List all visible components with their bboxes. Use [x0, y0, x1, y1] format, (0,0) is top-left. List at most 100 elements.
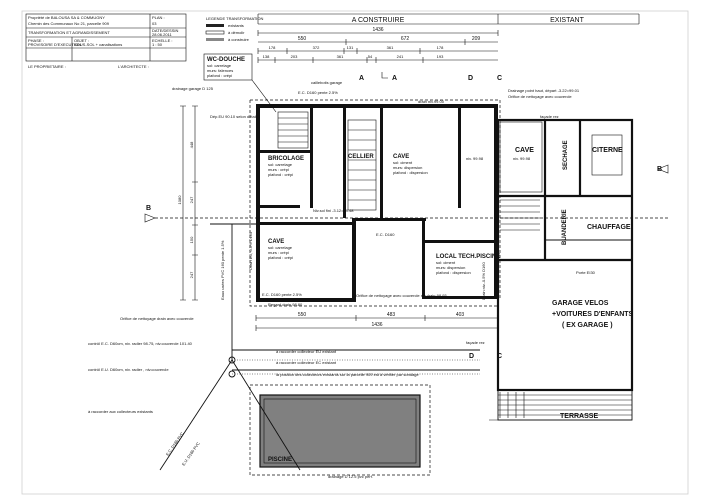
title-object-label: OBJET :: [74, 38, 89, 43]
zone-label-existant: EXISTANT: [550, 17, 584, 24]
stair-new: [277, 111, 377, 211]
title-phase-value: PROVISOIRE D'EXECUTION: [28, 42, 81, 47]
dim-top3-178b: 178: [437, 45, 444, 50]
room-cave2-floor: sol: carrelage: [268, 245, 293, 250]
dim-total-bottom: 1436: [371, 322, 382, 328]
room-wc-ceiling: plafond : crépi: [207, 73, 232, 78]
room-wc-douche: WC-DOUCHE sol: carrelage murs: faïences …: [203, 53, 277, 113]
section-d-bottom: D: [469, 353, 474, 360]
legend-swatch-existing: [206, 24, 224, 27]
legend-item-demolish: à démolir: [228, 30, 245, 35]
note-rac-collecteurs: à raccorder aux collecteurs existants: [88, 409, 153, 414]
dim-top4-138: 138: [263, 54, 270, 59]
room-cave2-walls: murs : crépi: [268, 250, 289, 255]
room-bricolage-name: BRICOLAGE: [268, 156, 304, 162]
room-cave-1: CAVE sol: ciment murs: dispersion plafon…: [393, 154, 428, 175]
room-cave2-ceiling: plafond : crépi: [268, 255, 293, 260]
room-localtech-ceiling: plafond : dispersion: [436, 270, 471, 275]
room-bricolage-walls: murs : crépi: [268, 167, 289, 172]
note-drainage-garage: drainage garage D 125: [172, 86, 214, 91]
room-wc-name: WC-DOUCHE: [207, 57, 245, 63]
dim-top3-131: 131: [347, 45, 354, 50]
room-wc-walls: murs: faïences: [207, 68, 233, 73]
title-owner-2: Chemin des Communaux No 21, parcelle 909: [28, 21, 110, 26]
pool: PISCINE: [259, 394, 421, 468]
note-control-ec: contrôl E.C. D60cm, niv. radier 98.75, n…: [88, 341, 193, 346]
dim-top4-361: 361: [337, 54, 344, 59]
dim-top-550: 550: [298, 36, 307, 42]
dim-top4-203: 203: [291, 54, 298, 59]
room-buanderie: BUANDERIE: [562, 209, 568, 245]
legend-title: LEGENDE TRANSFORMATION: [206, 16, 264, 21]
note-porte: Porte EI30: [576, 270, 596, 275]
room-local-tech: LOCAL TECH.PISCINE sol: ciment murs: dis…: [436, 254, 500, 275]
room-garage-line3: ( EX GARAGE ): [562, 322, 613, 329]
title-block: Propriété de BALOUSA SA & COMMUGNY Chemi…: [25, 13, 187, 69]
note-orifice-left: Orifice de nettoyage drain avec couvercl…: [120, 316, 194, 321]
note-position: la position des collecteurs existants su…: [276, 372, 420, 377]
zone-headers: A CONSTRUIRE EXISTANT: [257, 13, 640, 25]
dim-bottom-550: 550: [298, 312, 307, 318]
note-control-eu: contrôl E.U. D60cm, niv. radier , niv.co…: [88, 367, 169, 372]
room-garage-line1: GARAGE VELOS: [552, 300, 609, 307]
dim-bottom-403: 403: [456, 312, 465, 318]
note-ec-d160-bottom: E.C. D160 pente 2.5%: [262, 292, 302, 297]
note-regard: Regard drain 98.80: [268, 302, 303, 307]
room-cave1-ceiling: plafond : dispersion: [393, 170, 428, 175]
room-garage: GARAGE VELOS +VOITURES D'ENFANTS ( EX GA…: [552, 300, 634, 329]
room-localtech-floor: sol: ciment: [436, 260, 456, 265]
note-caillebotis: caillebotis garage: [311, 80, 343, 85]
dim-left-247b: 247: [189, 271, 194, 278]
room-localtech-walls: murs: dispersion: [436, 265, 465, 270]
note-rac-eu: à raccorder collecteur EU existant: [276, 349, 337, 354]
note-orifice-mid: Orifice de nettoyage avec couvercle niv.…: [356, 293, 447, 298]
section-a-left: A: [359, 75, 364, 82]
title-date-label: DATE/DESSIN: [152, 28, 178, 33]
dim-top3-372: 372: [313, 45, 320, 50]
title-plan-label: PLAN :: [152, 15, 165, 20]
section-a-right: A: [392, 75, 397, 82]
section-b-left: B: [146, 205, 151, 212]
title-project: TRANSFORMATION ET AGRANDISSEMENT: [28, 30, 110, 35]
section-c-top: C: [497, 75, 502, 82]
note-niv-existing: niv. 99.98: [513, 156, 531, 161]
drainage-lines: [159, 99, 501, 476]
note-drain-b: Drain niv.-0.5% D160: [481, 262, 486, 300]
title-owner-signature: LE PROPRIETAIRE :: [28, 64, 66, 69]
room-cave1-walls: murs: dispersion: [393, 165, 422, 170]
room-cellier-name: CELLIER: [348, 154, 374, 160]
room-cave-existing: CAVE: [515, 147, 534, 154]
room-cellier: CELLIER: [348, 154, 374, 160]
note-orifice-top: Orifice de nettoyage avec couvercle: [508, 94, 572, 99]
note-niv-sol-fini: Niv.sol fini -3.12=99.48: [313, 208, 354, 213]
dim-top4-54: 54: [368, 54, 373, 59]
legend-swatch-construct: [206, 38, 224, 41]
section-markers: A A D B B C D C: [144, 72, 669, 360]
room-chauffage: CHAUFFAGE: [587, 224, 631, 231]
note-facade-bottom: façade rez: [466, 340, 485, 345]
title-owner-1: Propriété de BALOUSA SA & COMMUGNY: [28, 15, 105, 20]
title-date-value: 28.06.2011: [152, 32, 172, 37]
dim-top4-241: 241: [397, 54, 404, 59]
building-walls-new: [256, 104, 498, 302]
dim-top-672: 672: [401, 36, 410, 42]
note-drain-niv: drain niv.99.00: [418, 99, 445, 104]
room-bricolage: BRICOLAGE sol: carrelage murs : crépi pl…: [268, 156, 304, 177]
title-object-value: SOUS-SOL + canalisations: [74, 42, 122, 47]
dim-top3-361: 361: [387, 45, 394, 50]
room-terrasse: TERRASSE: [560, 413, 598, 420]
note-facade-top: façade rez: [540, 114, 559, 119]
note-drainage-bottom: drainage D 12.5 pvc perf.: [328, 474, 373, 479]
room-bricolage-floor: sol: carrelage: [268, 162, 293, 167]
note-drainage-haut: Drainage point haut, départ -3.22=99.01: [508, 88, 580, 93]
note-dep-eu-1: Dép.EU 90.10 selon détail A: [210, 114, 260, 119]
dimensions-bottom: 550 483 403 1436: [255, 312, 499, 331]
room-cave-2: CAVE sol: carrelage murs : crépi plafond…: [268, 239, 293, 260]
dim-top3-178a: 178: [269, 45, 276, 50]
note-ec-pente: E.C. D160 pente 2.5%: [298, 90, 338, 95]
section-d-top: D: [468, 75, 473, 82]
dim-top4-193: 193: [437, 54, 444, 59]
legend-item-construct: à construire: [228, 37, 250, 42]
legend: LEGENDE TRANSFORMATION existants à démol…: [205, 16, 264, 42]
dim-left-total: 1080: [177, 195, 182, 205]
